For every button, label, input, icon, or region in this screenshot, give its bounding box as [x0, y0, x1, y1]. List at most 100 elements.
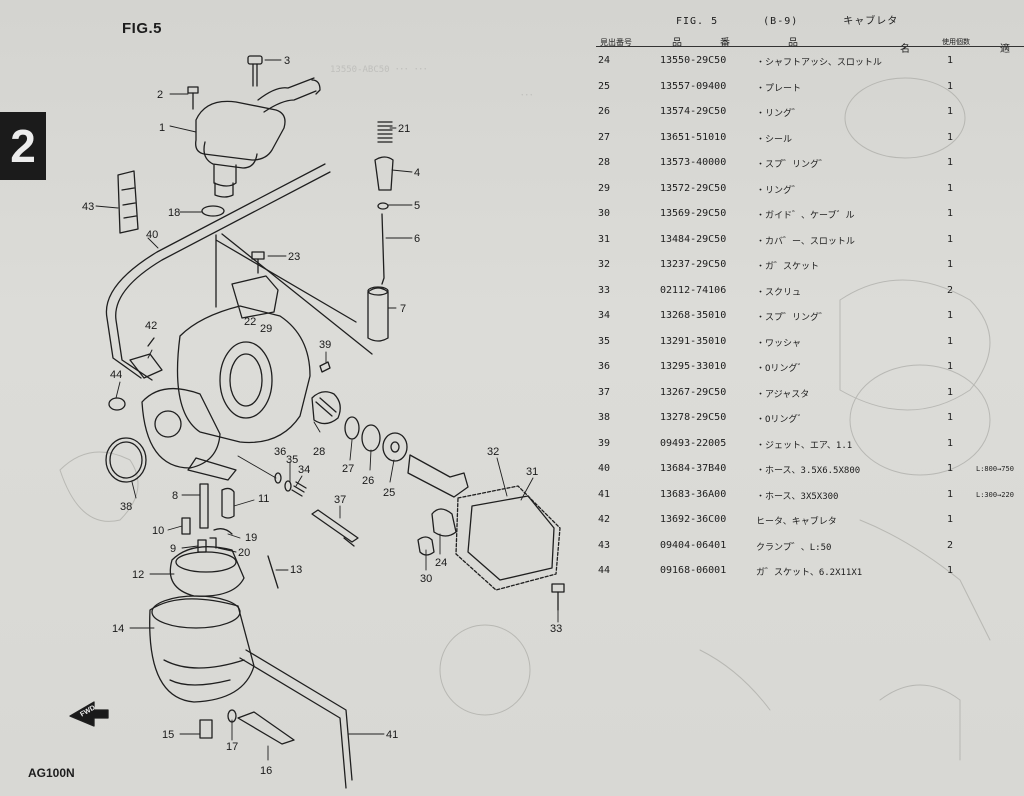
col-desc: 品: [788, 38, 798, 49]
model-code: AG100N: [28, 766, 75, 780]
callout-27: 27: [342, 463, 354, 475]
part-3-screw: [247, 55, 263, 87]
part-description: ・カバ゛ー、スロットル: [756, 236, 855, 247]
col-part-no-a: 品: [672, 38, 682, 49]
callout-32: 32: [487, 446, 499, 458]
quantity: 1: [946, 208, 954, 219]
ref-no: 31: [598, 233, 611, 245]
quantity: 1: [946, 463, 954, 474]
part-31-cover: [467, 495, 555, 581]
callout-24: 24: [435, 557, 447, 569]
callout-43: 43: [82, 201, 94, 213]
part-2-screw: [187, 86, 199, 110]
part-42-heater: [129, 337, 163, 379]
ref-no: 26: [598, 106, 611, 117]
ref-no: 42: [598, 514, 611, 525]
part-12-float: [169, 546, 245, 597]
part-number: 13569-29C50: [660, 208, 727, 219]
part-26-ring: [361, 424, 381, 452]
callout-23: 23: [288, 251, 300, 263]
callout-33: 33: [550, 623, 562, 635]
part-1-top-cap: [195, 77, 321, 198]
part-description: ・ワッシャ: [756, 338, 802, 349]
part-35-washer: [284, 480, 292, 492]
callout-19: 19: [245, 532, 257, 544]
part-description: ・ジェット、エア、1.1: [756, 440, 853, 451]
part-40-hose: [115, 171, 331, 381]
part-number: 13651-51010: [660, 131, 727, 143]
callout-11: 11: [258, 493, 269, 505]
part-36-o-ring: [274, 472, 282, 484]
callout-2: 2: [157, 89, 163, 101]
part-description: ・スプ゛リング゛: [756, 313, 829, 323]
callout-37: 37: [334, 494, 346, 506]
callout-30: 30: [420, 573, 432, 585]
ref-no: 25: [598, 80, 611, 92]
part-15-drain-screw: [199, 719, 213, 739]
ref-no: 30: [598, 208, 611, 219]
col-desc-b: 名: [900, 44, 910, 55]
callout-39: 39: [319, 339, 331, 351]
part-8-jet: [199, 483, 209, 529]
part-number: 13684-37B40: [660, 463, 727, 474]
part-19-clip: [213, 528, 233, 535]
fwd-arrow-icon: [69, 701, 109, 727]
callout-9: 9: [170, 543, 176, 555]
callout-16: 16: [260, 765, 272, 777]
quantity: 1: [946, 565, 954, 576]
part-description: ・シール: [756, 134, 793, 145]
quantity: 1: [946, 488, 954, 500]
list-fig-ref: FIG. 5: [676, 16, 719, 27]
ref-no: 36: [598, 361, 611, 372]
ref-no: 44: [598, 565, 611, 576]
callout-3: 3: [284, 55, 290, 67]
bleed-through-text: ･･･: [520, 91, 534, 101]
part-number: 13267-29C50: [660, 386, 727, 398]
callout-42: 42: [145, 320, 157, 332]
part-number: 02112-74106: [660, 284, 727, 296]
part-description: ・Oリング゛: [756, 415, 807, 425]
part-30-cable-guide: [417, 536, 435, 556]
quantity: 1: [946, 259, 954, 270]
part-description: ・Oリング゛: [756, 364, 807, 374]
part-number: 13683-36A00: [660, 488, 727, 500]
quantity: 1: [946, 335, 954, 347]
carburetor-body: [141, 275, 311, 481]
part-number: 13572-29C50: [660, 182, 727, 194]
quantity: 1: [946, 412, 954, 423]
part-6-needle: [381, 213, 385, 285]
callout-8: 8: [172, 490, 178, 502]
callout-14: 14: [112, 623, 124, 635]
part-description: ・ホース、3.5X6.5X800: [756, 466, 861, 476]
quantity: 1: [946, 386, 954, 398]
header-rule: [596, 46, 1024, 47]
callout-15: 15: [162, 729, 174, 741]
quantity: 1: [946, 106, 954, 117]
list-page-ref: (B-9): [763, 16, 799, 27]
part-14-float-chamber: [149, 595, 255, 703]
callout-20: 20: [238, 547, 250, 559]
ref-no: 29: [598, 182, 611, 194]
callout-38: 38: [120, 501, 132, 513]
quantity: 1: [946, 310, 954, 321]
part-10-jet: [181, 517, 191, 535]
callout-4: 4: [414, 167, 420, 179]
part-number: 13557-09400: [660, 80, 727, 92]
part-9-jet: [197, 539, 207, 553]
quantity: 1: [946, 80, 954, 92]
part-number: 13550-29C50: [660, 55, 727, 66]
section-tab: 2: [0, 112, 46, 180]
callout-40: 40: [146, 229, 158, 241]
